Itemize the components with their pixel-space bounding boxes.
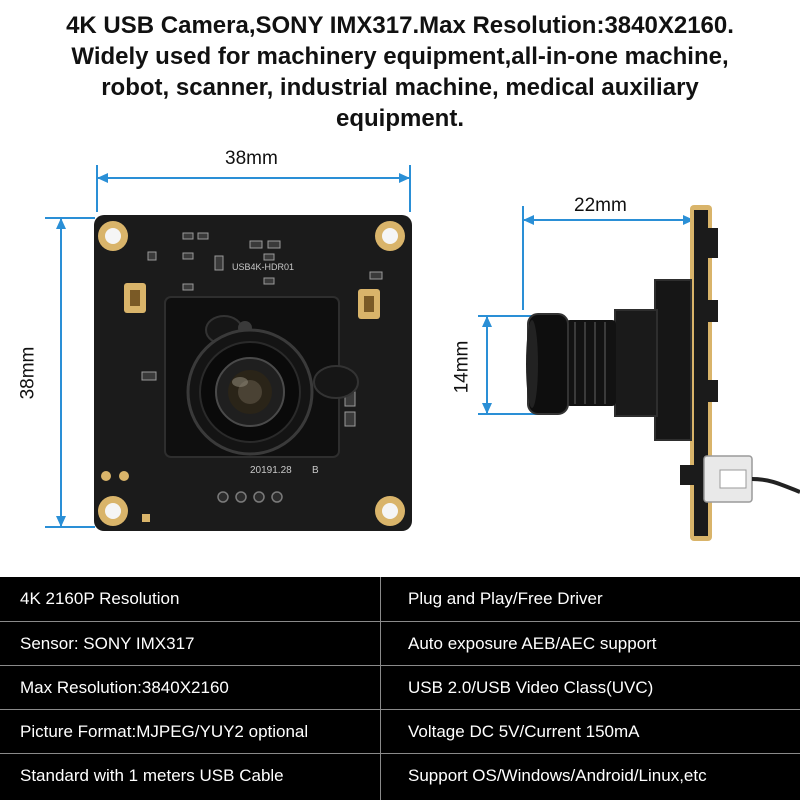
spec-left-cell: 4K 2160P Resolution — [20, 589, 180, 608]
board-mark-text: B — [312, 465, 319, 476]
spec-table: 4K 2160P Resolution Plug and Play/Free D… — [0, 577, 800, 800]
front-width-label: 38mm — [225, 148, 278, 169]
spec-right-cell: Support OS/Windows/Android/Linux,etc — [408, 766, 707, 785]
product-illustration: USB4K-HDR01 20191.28 B — [45, 165, 800, 541]
camera-front-view: USB4K-HDR01 20191.28 B — [94, 215, 412, 531]
spec-left-cell: Max Resolution:3840X2160 — [20, 678, 229, 697]
front-height-label: 38mm — [17, 346, 39, 400]
dimension-lines-front — [45, 165, 411, 528]
spec-row: 4K 2160P Resolution Plug and Play/Free D… — [0, 577, 800, 621]
spec-row: Standard with 1 meters USB Cable Support… — [0, 753, 800, 798]
camera-side-view — [526, 205, 800, 541]
spec-row: Picture Format:MJPEG/YUY2 optional Volta… — [0, 709, 800, 754]
camera-lens — [186, 328, 314, 456]
headline: 4K USB Camera,SONY IMX317.Max Resolution… — [0, 10, 800, 134]
spec-left-cell: Standard with 1 meters USB Cable — [20, 766, 284, 785]
usb-cable — [751, 477, 800, 494]
board-model-text: USB4K-HDR01 — [232, 262, 294, 272]
spec-right-cell: Plug and Play/Free Driver — [408, 589, 603, 608]
side-depth-label: 22mm — [574, 195, 627, 216]
spec-row: Sensor: SONY IMX317 Auto exposure AEB/AE… — [0, 621, 800, 666]
headline-line-4: equipment. — [335, 105, 464, 132]
headline-line-1: 4K USB Camera,SONY IMX317.Max Resolution… — [66, 12, 734, 39]
mounting-holes — [98, 221, 405, 526]
side-lens-label: 14mm — [451, 340, 473, 394]
spec-right-cell: Auto exposure AEB/AEC support — [408, 634, 657, 653]
spec-right-cell: USB 2.0/USB Video Class(UVC) — [408, 678, 654, 697]
spec-left-cell: Sensor: SONY IMX317 — [20, 634, 195, 653]
board-date-text: 20191.28 — [250, 465, 292, 476]
spec-row: Max Resolution:3840X2160 USB 2.0/USB Vid… — [0, 665, 800, 710]
spec-left-cell: Picture Format:MJPEG/YUY2 optional — [20, 722, 309, 741]
headline-line-3: robot, scanner, industrial machine, medi… — [101, 74, 699, 101]
headline-line-2: Widely used for machinery equipment,all-… — [71, 43, 729, 70]
spec-column-divider — [380, 577, 381, 800]
spec-right-cell: Voltage DC 5V/Current 150mA — [408, 722, 640, 741]
